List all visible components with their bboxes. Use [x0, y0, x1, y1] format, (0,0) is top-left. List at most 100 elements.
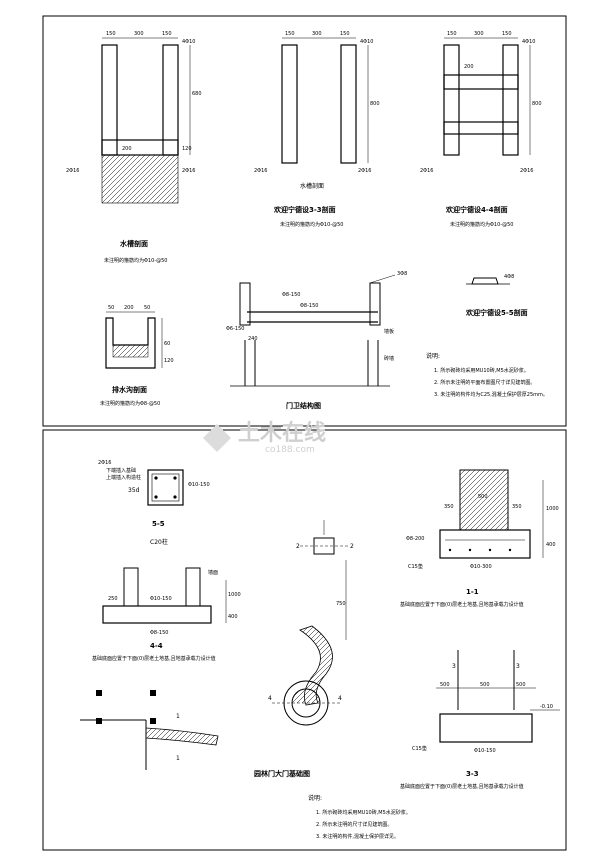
top-sheet-border [42, 15, 567, 427]
dim: 500 [480, 682, 490, 688]
wall-label: 砖墙 [384, 355, 394, 362]
pad-label: C15垫 [408, 563, 423, 570]
section-note: 未注明的箍筋均为Φ10-@50 [104, 257, 167, 264]
dim: 500 [478, 494, 488, 500]
level-label: -0.10 [540, 704, 553, 710]
pad-label: C15垫 [412, 745, 427, 752]
note-item: 3. 未注明的构件,混凝土保护层详见。 [316, 833, 399, 840]
cut-label: 3 [516, 663, 520, 670]
wall-label: 墙面 [208, 569, 218, 576]
dim: 200 [122, 146, 132, 152]
footing-section-4-4: 墙面 Φ10-150 Φ8-150 1000 400 250 4-4 基础底面应… [92, 567, 241, 662]
dim: 150 [447, 31, 457, 37]
cut-label: 1 [176, 713, 180, 720]
dim: 500 [516, 682, 526, 688]
dim: 150 [106, 31, 116, 37]
dim: 150 [502, 31, 512, 37]
tank-section-2: 150 300 150 4Φ10 800 2Φ16 2Φ16 水槽剖面 欢迎宁德… [254, 31, 380, 228]
rebar-label: Φ10-150 [474, 748, 496, 754]
dim: 800 [370, 101, 380, 107]
note-item: 1. 所示砌砖均采用MU10砖,M5水泥砂浆。 [316, 809, 411, 816]
section-subtitle: C20柱 [150, 538, 168, 546]
watermark-main: 土木在线 [238, 420, 326, 446]
dim: 120 [182, 146, 192, 152]
wall-label: 墙板 [384, 328, 394, 335]
bottom-notes: 说明: 1. 所示砌砖均采用MU10砖,M5水泥砂浆。 2. 所示未注明的尺寸详… [308, 794, 411, 840]
footing-section-1-1: 500 350 350 1000 400 Φ8-200 Φ10-300 C15垫… [400, 469, 559, 608]
cut-label: 1 [176, 755, 180, 762]
gate-structure: 3Φ8 Φ8-150 Φ8-150 Φ6-150 240 墙板 砖墙 门卫结构图 [226, 271, 407, 410]
note-item: 2. 所示未注明的尺寸详见建筑图。 [316, 821, 392, 828]
cut-label: 2 [350, 543, 354, 550]
cut-label: 4 [268, 695, 272, 702]
anchor-label: 35d [128, 487, 140, 494]
dim: 150 [285, 31, 295, 37]
rebar-note: 上端插入构造柱 [106, 474, 141, 481]
section-title: 排水沟剖面 [112, 385, 147, 394]
watermark: 土木在线 co188.com [203, 420, 326, 455]
gutter-section: 50 200 50 60 120 排水沟剖面 未注明的箍筋均为Φ8-@50 [100, 305, 174, 407]
dim: 400 [228, 614, 238, 620]
tank-section-1: 150 300 150 4Φ10 680 200 120 2Φ16 2Φ16 水… [66, 31, 202, 264]
rebar-note: 下端插入基础 [106, 467, 136, 474]
dim: 60 [164, 341, 170, 347]
note-item: 2. 所示未注明的平面布置图尺寸详见建筑图。 [434, 379, 535, 386]
cut-label: 3 [452, 663, 456, 670]
footing-section-3-3: 3 3 500 500 500 -0.10 C15垫 Φ10-150 3-3 基… [400, 650, 560, 790]
section-note: 未注明的箍筋均为Φ10-@50 [280, 221, 343, 228]
rebar-label: Φ6-150 [226, 326, 244, 332]
section-title: 1-1 [466, 588, 479, 596]
dim: 1000 [228, 592, 241, 598]
dim: 200 [124, 305, 134, 311]
rebar-label: Φ10-150 [188, 482, 210, 488]
bottom-sheet-border [42, 429, 567, 851]
dim: 150 [340, 31, 350, 37]
rebar-label: Φ8-200 [406, 536, 424, 542]
dim: 300 [312, 31, 322, 37]
rebar-label: 2Φ16 [254, 168, 267, 174]
rebar-label: Φ10-300 [470, 564, 492, 570]
dim: 300 [134, 31, 144, 37]
dim: 1000 [546, 506, 559, 512]
section-title: 水槽剖面 [120, 239, 148, 248]
note-item: 1. 所示砌砖均采用MU10砖,M5水泥砂浆。 [434, 367, 529, 374]
dim: 680 [192, 91, 202, 97]
section-title: 3-3 [466, 770, 479, 778]
gate-foundation-plan: 2 2 750 4 4 园林门大门基础图 [254, 520, 354, 778]
notes-heading: 说明: [426, 352, 440, 360]
rebar-label: 2Φ16 [420, 168, 433, 174]
rebar-label: Φ10-150 [150, 596, 172, 602]
dim: 400 [546, 542, 556, 548]
notes-heading: 说明: [308, 794, 322, 802]
dim: 300 [474, 31, 484, 37]
rebar-label: Φ8-150 [150, 630, 168, 636]
rebar-label: 4Φ10 [522, 39, 535, 45]
dim: 500 [440, 682, 450, 688]
dim: 200 [464, 64, 474, 70]
section-note: 未注明的箍筋均为Φ8-@50 [100, 400, 160, 407]
watermark-sub: co188.com [265, 445, 315, 455]
section-title: 门卫结构图 [286, 401, 321, 410]
section-note: 未注明的箍筋均为Φ10-@50 [450, 221, 513, 228]
rebar-label: 2Φ16 [182, 168, 195, 174]
rebar-label: 2Φ16 [66, 168, 79, 174]
note-item: 3. 未注明的构件均为C25,混凝土保护层厚25mm。 [434, 391, 548, 398]
cut-label: 2 [296, 543, 300, 550]
rebar-label: 2Φ16 [358, 168, 371, 174]
rebar-label: 4Φ10 [360, 39, 373, 45]
dim: 800 [532, 101, 542, 107]
wall-plan-detail: 1 1 [80, 690, 219, 770]
section-5-5: 4Φ8 欢迎宁德设5-5剖面 [465, 274, 528, 317]
section-title: 欢迎宁德设5-5剖面 [465, 308, 528, 317]
top-notes: 说明: 1. 所示砌砖均采用MU10砖,M5水泥砂浆。 2. 所示未注明的平面布… [426, 352, 548, 398]
dim: 50 [108, 305, 114, 311]
cut-label: 4 [338, 695, 342, 702]
section-title: 5-5 [152, 520, 165, 528]
tank-section-3: 150 300 150 4Φ10 200 800 2Φ16 2Φ16 欢迎宁德设… [420, 31, 542, 228]
dim: 250 [108, 596, 118, 602]
dim: 350 [512, 504, 522, 510]
section-title: 4-4 [150, 642, 163, 650]
dim: 750 [336, 601, 346, 607]
dim: 50 [144, 305, 150, 311]
